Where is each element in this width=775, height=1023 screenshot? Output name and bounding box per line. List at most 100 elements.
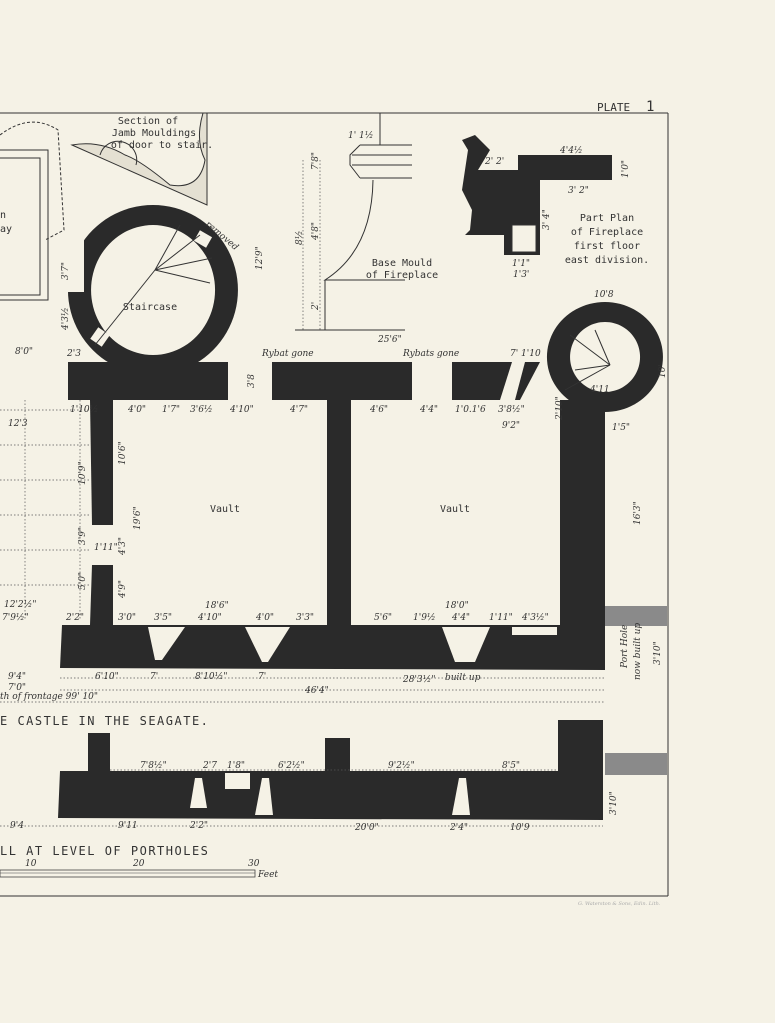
dimension-label: 20 (132, 859, 145, 869)
dimension-label: 25'6" (377, 335, 402, 345)
plate-frame (0, 112, 669, 897)
dimension-label: 4'0" (255, 613, 274, 623)
dimension-label: 9'2½" (388, 760, 415, 771)
dimension-label: 4'4½ (559, 145, 583, 156)
dimension-label: of Fireplace (366, 270, 438, 281)
dimension-label: 4'3½ (60, 307, 71, 331)
dimension-labels: 1' 1½ 7'8" 8½ 4'8" 2' 25'6" 4'4½ 2' 2' 3… (2, 130, 668, 696)
dimension-label: 6'10" (95, 672, 119, 682)
dimension-label: 3'10" (609, 791, 619, 815)
dimension-label: 6'2½" (278, 760, 305, 771)
jamb-moulding-section: Section of Jamb Mouldings of door to sta… (70, 112, 213, 206)
dimension-label: n (0, 210, 6, 221)
dimension-label: 12'3 (8, 419, 28, 429)
scale-bar: 10 20 30 Feet (0, 859, 278, 880)
dimension-label: 9'4 (10, 821, 24, 831)
plate-label: PLATE (597, 101, 630, 114)
dimension-label: 10'8 (594, 290, 614, 300)
dimension-label: 3' 2" (568, 186, 589, 196)
dimension-label: 3'10" (653, 641, 663, 665)
base-mould-of-fireplace: Base Mould of Fireplace (295, 113, 438, 331)
dimension-label: 8'10½" (195, 671, 228, 682)
dimension-label: 4'4" (451, 613, 470, 623)
dimension-label: 7' 1'10 (510, 349, 541, 359)
dimension-label: 8'5" (502, 761, 520, 771)
dimension-label: Rybat gone (261, 349, 314, 359)
dimension-label: 2'10" (555, 396, 565, 421)
dimension-label: 1'1" (512, 259, 530, 269)
dimension-label: 7' (258, 672, 266, 682)
dimension-label: 3' 4" (542, 209, 552, 230)
dimension-label: 46'4" (304, 686, 329, 696)
staircase-label: Staircase (123, 302, 177, 313)
dimension-label: 18'0" (445, 601, 469, 611)
dimension-label: 3'9" (78, 527, 88, 545)
dimension-label: 12'2½" (4, 599, 37, 610)
dimension-label: 4'4" (419, 405, 438, 415)
ground-floor-plan: Vault Vault Rybat gone Rybats gone built… (0, 302, 667, 703)
dimension-label: 2'3 (66, 349, 81, 359)
dimension-label: 8'0" (15, 347, 33, 357)
dimension-label: 5'0" (78, 572, 88, 590)
dimension-label: 3'8½" (498, 404, 525, 415)
lithographer-credit: G. Waterston & Sons, Edin. Lith. (578, 901, 661, 907)
dimension-label: 2' (311, 302, 321, 311)
dimension-label: 1'0.1'6 (455, 405, 486, 415)
dimension-label: 18'6" (205, 601, 229, 611)
dimension-label: now built up (633, 623, 643, 680)
dimension-label: th of frontage 99' 10" (0, 692, 98, 702)
staircase-west: Staircase removed (62, 205, 240, 376)
dimension-label: 7' (150, 672, 158, 682)
dimension-label: 12'9" (255, 246, 265, 270)
dimension-label: 2'7 (202, 761, 217, 771)
dimension-label: 9'4" (8, 672, 26, 682)
dimension-label: 7'8½" (140, 760, 167, 771)
dimension-label: 1' 1½ (348, 130, 374, 141)
dimension-label: Rybats gone (402, 349, 459, 359)
dimension-label: 2'2" (189, 821, 208, 831)
dimension-label: 4'9" (118, 580, 128, 599)
dimension-label: 30 (248, 859, 260, 869)
dimension-label: 10'9 (510, 823, 530, 833)
dimension-label: 1'9½ (413, 612, 436, 623)
dimension-label: 3'3" (296, 613, 314, 623)
dimension-label: 4'6" (369, 405, 388, 415)
dimension-label: 3'7" (61, 262, 71, 280)
dimension-label: Port Hole (620, 625, 630, 669)
dimension-label: 5'6" (374, 613, 392, 623)
plate-number: 1 (646, 99, 654, 115)
dimension-label: 1'5" (612, 423, 630, 433)
dimension-label: 28'3½" (402, 674, 436, 685)
dimension-label: Jamb Mouldings (112, 128, 196, 139)
dimension-label: 4'10" (197, 613, 222, 623)
dimension-label: first floor (574, 241, 640, 252)
fireplace-part-plan: Part Plan of Fireplace first floor east … (462, 135, 649, 266)
dimension-label: 1'8" (227, 761, 245, 771)
dimension-label: 4'8" (311, 222, 321, 241)
dimension-label: 3'8 (247, 374, 257, 388)
dimension-label: 4'0" (127, 405, 146, 415)
dimension-label: Feet (257, 870, 278, 880)
dimension-label: 7'9½" (2, 612, 29, 623)
dimension-label: Part Plan (580, 213, 634, 224)
dimension-label: 10'6" (118, 441, 128, 465)
dimension-label: 3'6½ (190, 404, 213, 415)
dimension-label: 9'11 (118, 821, 138, 831)
vault-east-label: Vault (440, 504, 470, 515)
dimension-label: 4'10" (229, 405, 254, 415)
dimension-label: 20'0" (354, 823, 379, 833)
dimension-label: 1'10½ (70, 404, 98, 415)
dimension-label: 2' 2' (484, 157, 504, 167)
dimension-label: Base Mould (372, 258, 432, 269)
dimension-label: 1'11" (94, 543, 118, 553)
dimension-label: 3'5" (154, 613, 172, 623)
dimension-label: 7'0" (8, 683, 26, 693)
dimension-label: 1'0" (621, 160, 631, 178)
dimension-label: east division. (565, 255, 649, 266)
wall-elevation-portholes: 7'8½" 2'7 1'8" 6'2½" 9'2½" 8'5" 9'4 9'11… (0, 720, 667, 833)
elevation-title: LL AT LEVEL OF PORTHOLES (0, 844, 209, 858)
dimension-label: 4'3½" (521, 612, 549, 623)
dimension-label: Section of (118, 116, 178, 127)
dimension-label: of door to stair. (111, 140, 213, 151)
